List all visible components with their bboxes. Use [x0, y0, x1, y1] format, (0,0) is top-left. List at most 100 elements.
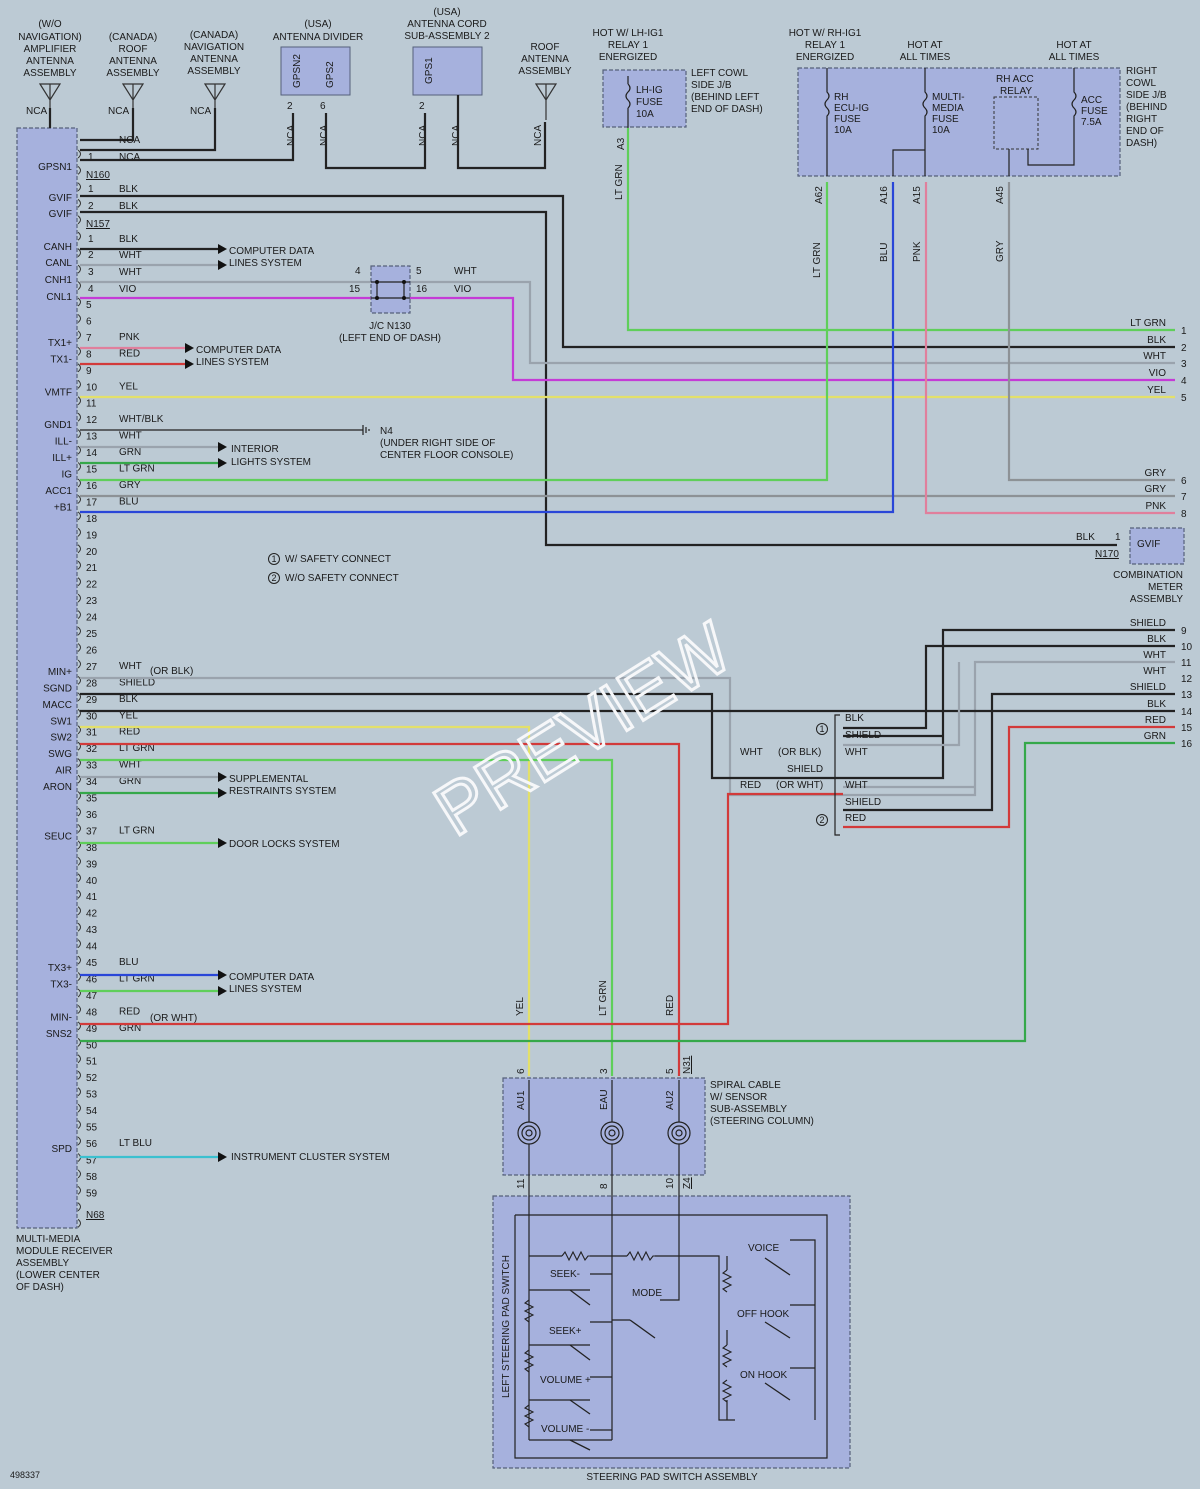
- jb-pin-a45: A45: [995, 186, 1006, 204]
- pin-number: 23: [86, 596, 98, 607]
- receiver-label-1: MODULE RECEIVER: [16, 1246, 113, 1257]
- pin-number: 5: [86, 300, 92, 311]
- pin-wire-color: PNK: [119, 332, 140, 343]
- rh-ecu-fuse-3: 10A: [834, 125, 852, 136]
- jc-internal: [371, 281, 410, 299]
- right-output-wire: BLK: [1147, 335, 1166, 346]
- spiral-wire-lt-grn: LT GRN: [598, 980, 609, 1016]
- antenna-divider-box: [280, 46, 351, 96]
- spiral-pin-bot-8: 8: [599, 1183, 610, 1189]
- spiral-name-au2: AU2: [665, 1090, 676, 1110]
- roof-antenna-label-1: ANTENNA: [521, 54, 569, 65]
- resistor-icon: [626, 1250, 655, 1262]
- nca-label: NCA: [26, 106, 47, 117]
- right-output-wire: WHT: [1143, 351, 1166, 362]
- pad-switches: [569, 1257, 791, 1451]
- jb-pin-a16: A16: [879, 186, 890, 204]
- pin-signal-name: IG: [61, 470, 72, 481]
- right-cowl-label-3: (BEHIND: [1126, 102, 1167, 113]
- right-output-wire: RED: [1145, 715, 1166, 726]
- nca-labels: NCA NCA NCA: [26, 106, 211, 117]
- top-component-labels: (W/O NAVIGATION) AMPLIFIER ANTENNA ASSEM…: [18, 7, 1099, 79]
- wire-nca-label: NCA: [119, 135, 140, 146]
- pin-wire-color: RED: [119, 348, 140, 359]
- pin-signal-name: SW2: [50, 733, 72, 744]
- pin-signal-name: MACC: [43, 700, 72, 711]
- system-labels: COMPUTER DATA LINES SYSTEM COMPUTER DATA…: [196, 246, 390, 1163]
- spiral-label-2: SUB-ASSEMBLY: [710, 1104, 787, 1115]
- pin-number: 6: [86, 316, 92, 327]
- wire-lh-ig-out: [626, 128, 1175, 332]
- interior-label-1: LIGHTS SYSTEM: [231, 457, 311, 468]
- spiral-pin-bot-11: 11: [516, 1178, 527, 1189]
- rh-ecu-fuse-0: RH: [834, 92, 848, 103]
- left-cowl-label-1: SIDE J/B: [691, 80, 732, 91]
- bracket-marker-2: [816, 814, 828, 826]
- acc-fuse-2: 7.5A: [1081, 117, 1102, 128]
- wire-nca-gpsn1: [80, 113, 295, 162]
- ground-label-1: (UNDER RIGHT SIDE OF: [380, 438, 495, 449]
- right-output-number: 4: [1181, 376, 1187, 387]
- wire-note-or-blk: (OR BLK): [150, 666, 193, 677]
- canada-roof-label-0: (CANADA): [109, 32, 157, 43]
- wire-ig: [80, 182, 829, 482]
- jb-pin-a3: A3: [616, 137, 627, 150]
- pin-number: 19: [86, 530, 98, 541]
- preview-watermark: PREVIEW: [421, 608, 745, 852]
- signal-name: GPSN1: [38, 162, 72, 173]
- combo-meter-connector: N170: [1095, 549, 1119, 560]
- arrow-icon: [218, 970, 227, 980]
- wire-min-plus: [80, 660, 1175, 797]
- wire-nca-2: [80, 108, 217, 152]
- acc-fuse-1: FUSE: [1081, 106, 1108, 117]
- signal-name: CANH: [44, 242, 72, 253]
- right-output-wire: GRY: [1145, 484, 1167, 495]
- multimedia-receiver-box: [16, 127, 78, 1229]
- hot-all-times-1-1: ALL TIMES: [900, 52, 951, 63]
- option-bracket: [834, 714, 840, 836]
- pin-number: 12: [86, 415, 98, 426]
- right-output-number: 5: [1181, 393, 1187, 404]
- right-output-wire: SHIELD: [1130, 618, 1166, 629]
- right-output-number: 2: [1181, 343, 1187, 354]
- jc-node: [375, 280, 379, 284]
- legend-marker-2-num: 2: [271, 573, 276, 583]
- signal-pin: 3: [88, 267, 94, 278]
- signal-pin: 1: [88, 184, 94, 195]
- switch-volume-plus: VOLUME +: [540, 1375, 591, 1386]
- right-cowl-label-6: DASH): [1126, 138, 1157, 149]
- right-output-number: 9: [1181, 626, 1187, 637]
- pin-number: 10: [86, 382, 98, 393]
- wire-sw2: [80, 742, 681, 1076]
- bracket-2-wire-2: RED: [845, 813, 866, 824]
- lh-fuse-label-0: LH-IG: [636, 85, 663, 96]
- pin-number: 51: [86, 1057, 98, 1068]
- top-signals: GPSN1 1 NCA GVIF 1 BLK GVIF 2 BLK CANH 1…: [38, 152, 142, 303]
- doc-id: 498337: [10, 1470, 40, 1480]
- wire-out-11: [843, 662, 961, 747]
- arrow-icon: [218, 838, 227, 848]
- resistor-icon: [721, 1344, 733, 1368]
- jc-pin-5: 5: [416, 266, 422, 277]
- legend-marker-1-num: 1: [271, 554, 276, 564]
- pin-wire-color: YEL: [119, 710, 138, 721]
- usa-cord-label-2: SUB-ASSEMBLY 2: [404, 31, 490, 42]
- pin-signal-name: TX1+: [48, 338, 72, 349]
- hot-all-times-2-1: ALL TIMES: [1049, 52, 1100, 63]
- multimedia-fuse-2: FUSE: [932, 114, 959, 125]
- pin-wire-color: GRN: [119, 1023, 141, 1034]
- pad-switch-labels: SEEK- SEEK+ VOLUME + VOLUME - MODE VOICE…: [540, 1243, 790, 1435]
- pin-number: 17: [86, 497, 98, 508]
- pin-number: 8: [86, 349, 92, 360]
- left-cowl-label-3: END OF DASH): [691, 104, 763, 115]
- rh-relay-label-2: ENERGIZED: [796, 52, 854, 63]
- right-output-wire: WHT: [1143, 666, 1166, 677]
- pin-number: 13: [86, 432, 98, 443]
- switch-off-hook: OFF HOOK: [737, 1309, 790, 1320]
- arrow-icon: [185, 343, 194, 353]
- connector-n68: N68: [86, 1210, 105, 1221]
- pin-signal-name: GND1: [44, 420, 72, 431]
- roof-antenna-label-2: ASSEMBLY: [518, 66, 571, 77]
- multimedia-fuse-3: 10A: [932, 125, 950, 136]
- pin-number: 57: [86, 1155, 98, 1166]
